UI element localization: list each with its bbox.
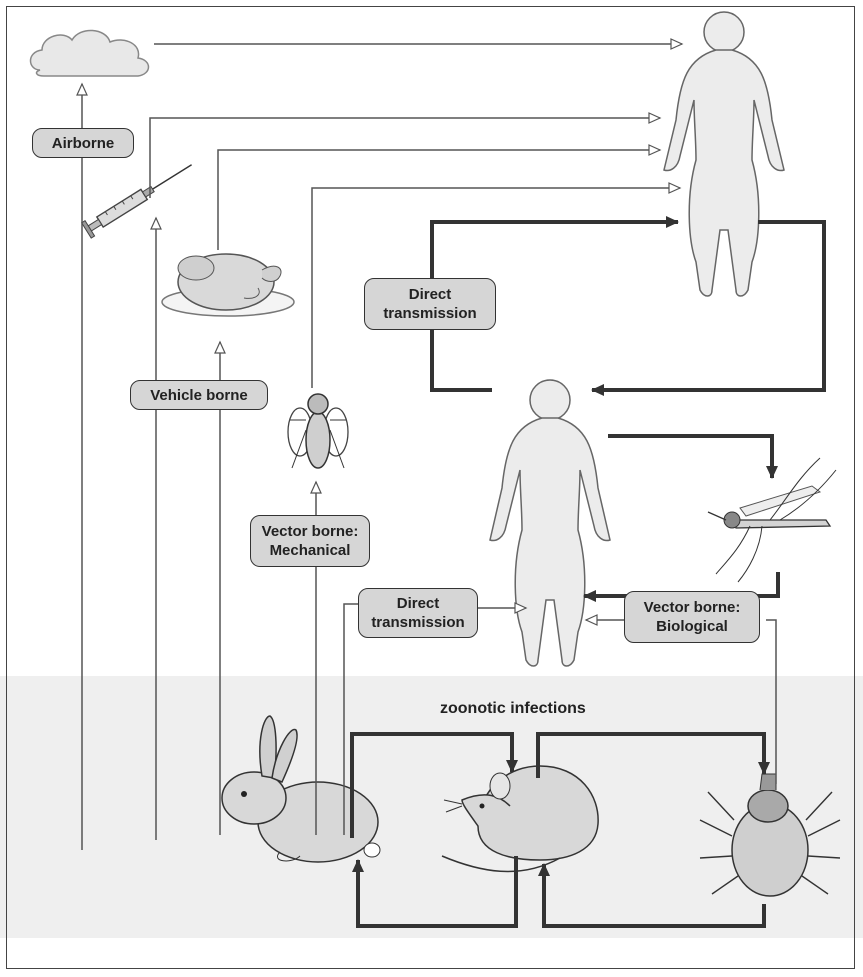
syringe-icon <box>82 157 197 238</box>
vector-mechanical-label: Vector borne: Mechanical <box>250 515 370 567</box>
direct-transmission-bottom-label: Direct transmission <box>358 588 478 638</box>
human-middle-icon <box>490 380 610 666</box>
fly-icon <box>288 394 348 468</box>
tick-icon <box>700 774 840 896</box>
airborne-label: Airborne <box>32 128 134 158</box>
vector-biological-label: Vector borne: Biological <box>624 591 760 643</box>
vehicle-borne-label: Vehicle borne <box>130 380 268 410</box>
mouse-icon <box>442 766 598 871</box>
chicken-icon <box>162 254 294 316</box>
zoonotic-infections-title: zoonotic infections <box>440 700 586 718</box>
direct-transmission-top-label: Direct transmission <box>364 278 496 330</box>
rabbit-icon <box>222 716 380 862</box>
cloud-icon <box>31 30 149 76</box>
human-top-icon <box>664 12 784 296</box>
